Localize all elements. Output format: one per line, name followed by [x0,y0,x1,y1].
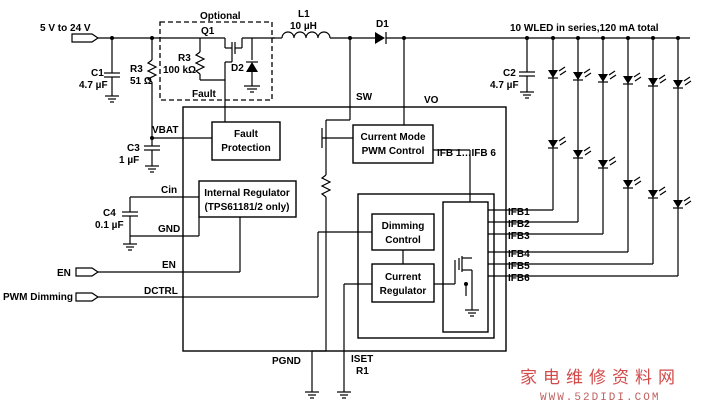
led-emission-arrows [683,76,692,86]
current-sink-block [442,201,489,333]
internal-regulator-line1: Internal Regulator [204,188,290,199]
current-regulator-line2: Regulator [380,286,427,297]
c3-value: 1 µF [119,155,139,166]
vin-terminal [71,33,100,43]
led-string-node [626,36,630,40]
led-diode [623,180,633,188]
current-regulator-block [371,263,435,303]
internal-regulator-line2: (TPS61181/2 only) [204,202,289,213]
c3-label: C3 [127,143,140,154]
en-terminal [75,267,100,277]
led-string-node [651,36,655,40]
led-emission-arrows [608,70,617,80]
pwm-terminal [75,292,100,302]
c2-value: 4.7 µF [490,80,519,91]
led-string-node [601,36,605,40]
led-emission-arrows [558,66,567,76]
dimming-line1: Dimming [382,221,425,232]
led-diode [548,140,558,148]
r3-opt-label: R3 [178,53,191,64]
watermark-url: WWW.52DIDI.COM [540,392,660,404]
c4-label: C4 [103,208,116,219]
c2-label: C2 [503,68,516,79]
cin-label: Cin [161,185,177,196]
ifb1-label: IFB1 [508,207,530,218]
led-emission-arrows [658,74,667,84]
led-diode [673,200,683,208]
led-emission-arrows [633,176,642,186]
sw-label: SW [356,92,373,103]
ifb2-label: IFB2 [508,219,530,230]
c1-value: 4.7 µF [79,80,108,91]
pgnd-label: PGND [272,356,301,367]
vo-label: VO [424,95,439,106]
led-string-node [551,36,555,40]
dimming-control-block [371,213,435,251]
led-string-node [576,36,580,40]
led-emission-arrows [658,186,667,196]
led-diode [648,78,658,86]
c4-value: 0.1 µF [95,220,124,231]
current-mode-line1: Current Mode [361,132,426,143]
optional-label: Optional [200,11,241,22]
iset-label: ISET [351,354,373,365]
wled-label: 10 WLED in series,120 mA total [510,23,659,34]
led-emission-arrows [608,156,617,166]
led-diode [623,76,633,84]
led-string-node [676,36,680,40]
led-diode [548,70,558,78]
r3-label: R3 [130,64,143,75]
pwm-label: PWM Dimming [3,292,73,303]
ifb5-label: IFB5 [508,261,530,272]
en-pin-label: EN [162,260,176,271]
d2-diode [246,62,258,72]
q1-label: Q1 [201,26,215,37]
d1-diode [375,32,385,44]
watermark-cn: 家电维修资料网 [520,368,681,388]
l1-inductor [281,31,331,39]
d2-label: D2 [231,63,244,74]
l1-value: 10 µH [290,21,317,32]
ifb6-label: IFB6 [508,273,530,284]
led-emission-arrows [558,136,567,146]
vbat-label: VBAT [152,125,178,136]
ifb3-label: IFB3 [508,231,530,242]
d1-label: D1 [376,19,389,30]
led-diode [573,150,583,158]
fault-protection-block [211,121,281,161]
fault-protection-line2: Protection [221,143,270,154]
led-emission-arrows [583,68,592,78]
led-strings [548,36,692,276]
l1-label: L1 [298,9,310,20]
gnd-label: GND [158,224,180,235]
en-input-label: EN [57,268,71,279]
r3-opt-value: 100 kΩ [163,65,196,76]
dimming-line2: Control [385,235,421,246]
r3-value: 51 Ω [130,76,152,87]
dctrl-label: DCTRL [144,286,178,297]
ifb-range-label: IFB 1…IFB 6 [437,148,496,159]
led-emission-arrows [633,72,642,82]
fault-label: Fault [192,89,217,100]
fault-protection-line1: Fault [234,129,259,140]
led-diode [648,190,658,198]
led-diode [598,74,608,82]
optional-box [159,21,273,101]
vin-label: 5 V to 24 V [40,23,91,34]
led-emission-arrows [683,196,692,206]
ifb4-label: IFB4 [508,249,530,260]
led-emission-arrows [583,146,592,156]
led-diode [573,72,583,80]
led-diode [598,160,608,168]
r1-label: R1 [356,366,369,377]
internal-regulator-block [198,180,297,218]
current-regulator-line1: Current [385,272,422,283]
current-mode-pwm-block [352,124,434,164]
current-mode-line2: PWM Control [362,146,425,157]
c1-label: C1 [91,68,104,79]
led-diode [673,80,683,88]
